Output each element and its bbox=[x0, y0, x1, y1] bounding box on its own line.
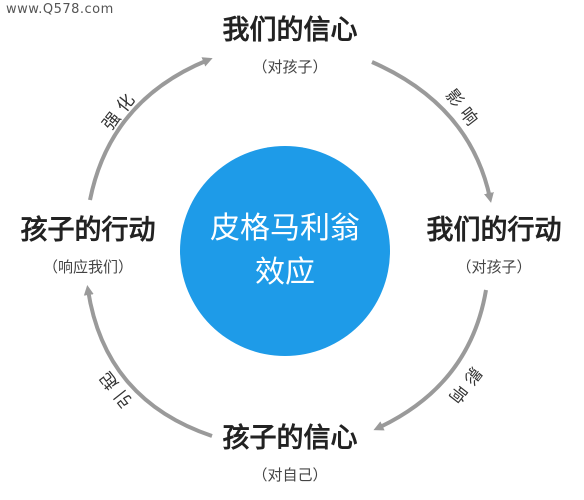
node-title: 孩子的行动 bbox=[20, 215, 156, 246]
arrow-bottom-to-left bbox=[83, 285, 213, 438]
node-title: 孩子的信心 bbox=[222, 423, 358, 454]
node-our-action: 我们的行动 （对孩子） bbox=[404, 214, 584, 278]
node-title: 我们的信心 bbox=[222, 15, 358, 46]
node-our-confidence: 我们的信心 （对孩子） bbox=[180, 14, 400, 78]
center-circle: 皮格马利翁 效应 bbox=[180, 146, 390, 356]
arrow-top-to-right bbox=[371, 60, 494, 203]
arrow-left-to-top bbox=[88, 57, 213, 201]
node-subtitle: （对自己） bbox=[252, 466, 328, 484]
node-child-confidence: 孩子的信心 （对自己） bbox=[180, 422, 400, 486]
watermark: www.Q578.com bbox=[6, 2, 114, 17]
node-subtitle: （响应我们） bbox=[42, 258, 133, 276]
node-title: 我们的行动 bbox=[426, 215, 562, 246]
arrow-right-to-bottom bbox=[373, 289, 488, 431]
center-title-line2: 效应 bbox=[255, 255, 315, 290]
node-subtitle: （对孩子） bbox=[252, 58, 328, 76]
node-child-action: 孩子的行动 （响应我们） bbox=[0, 214, 176, 278]
node-subtitle: （对孩子） bbox=[456, 258, 532, 276]
center-title-line1: 皮格马利翁 bbox=[210, 211, 360, 246]
